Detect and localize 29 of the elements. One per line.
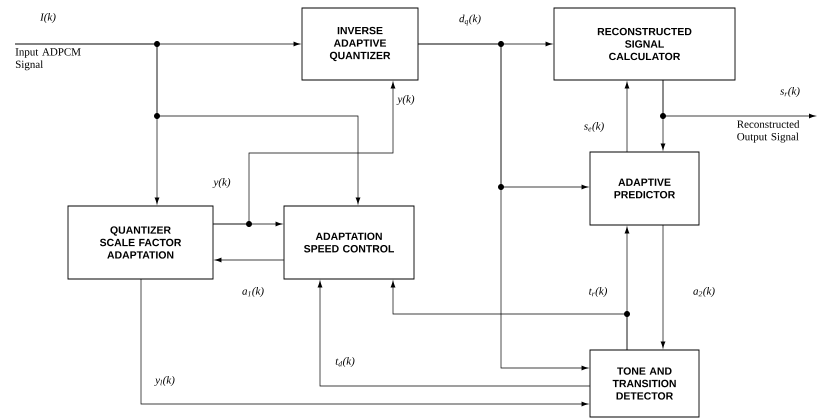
process-box: RECONSTRUCTED SIGNAL CALCULATOR <box>554 8 736 80</box>
arrow <box>624 82 630 152</box>
edge-label: d$_{q}$(k) <box>459 14 481 26</box>
process-box: INVERSE ADAPTIVE QUANTIZER <box>302 8 418 80</box>
edge-label: y$_{l}$(k) <box>154 376 174 386</box>
edge-label: s$_{e}$(k) <box>584 122 604 132</box>
edge-label: a$_{2}$(k) <box>693 287 715 297</box>
edge-label: a$_{1}$(k) <box>242 287 264 297</box>
arrow <box>418 44 588 370</box>
edge-label: t$_{d}$(k) <box>336 357 354 367</box>
edge-label: t$_{r}$(k) <box>589 287 608 297</box>
edge-label: I(k) <box>40 13 56 23</box>
process-box: QUANTIZER SCALE FACTOR ADAPTATION <box>68 206 214 280</box>
edge-label: s$_{r}$(k) <box>780 87 800 97</box>
edge-label: y(k) <box>396 95 414 105</box>
arrow <box>213 82 396 224</box>
arrow <box>662 80 816 118</box>
process-box: TONE AND TRANSITION DETECTOR <box>590 350 700 418</box>
arrow <box>140 279 588 406</box>
process-box: ADAPTATION SPEED CONTROL <box>284 206 414 280</box>
arrow <box>14 44 360 204</box>
process-box: ADAPTIVE PREDICTOR <box>590 152 700 226</box>
signal-label: Input ADPCM Signal <box>16 48 81 70</box>
arrow <box>660 225 666 348</box>
arrow <box>214 258 284 262</box>
arrow <box>390 280 628 350</box>
edge-label: y(k) <box>212 178 230 188</box>
signal-label: Reconstructed Output Signal <box>737 120 800 143</box>
arrow <box>318 280 590 386</box>
